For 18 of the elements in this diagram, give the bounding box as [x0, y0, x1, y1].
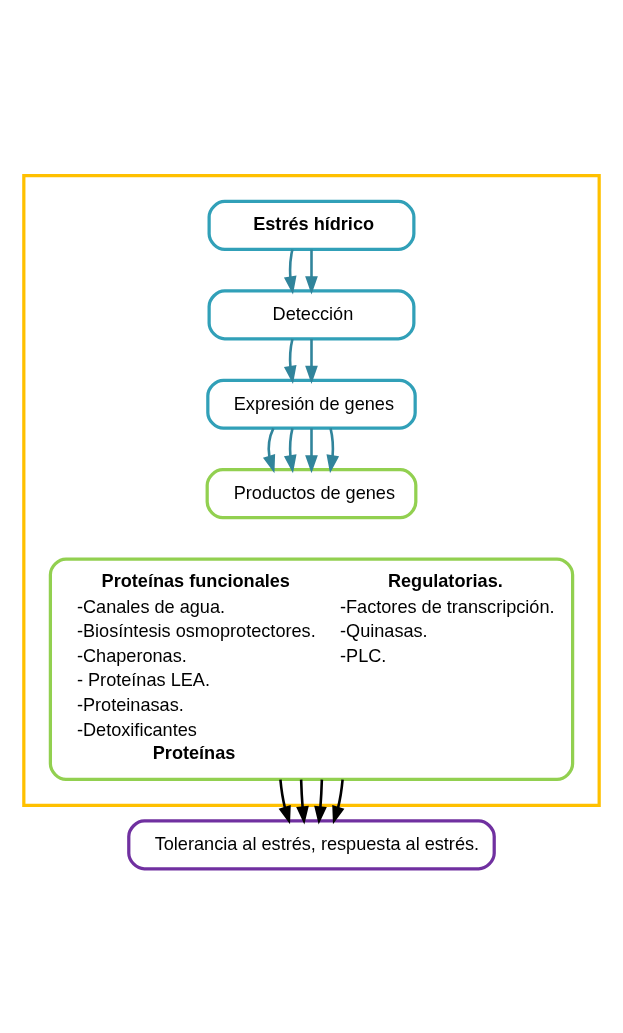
- arrow: [283, 248, 297, 294]
- node-box: Expresión de genes: [206, 378, 417, 430]
- arrow: [326, 427, 340, 473]
- arrow: [305, 427, 318, 473]
- arrow: [296, 779, 309, 824]
- node-box: Tolerancia al estrés, respuesta al estrés.: [127, 818, 496, 870]
- arrow: [305, 249, 318, 294]
- arrow: [283, 427, 297, 473]
- arrow: [314, 779, 327, 824]
- node-box: Estrés hídrico: [207, 199, 416, 251]
- node-box: Proteínas funcionales Regulatorias. -Canales de agua. -Factores de transcripción. -Biosíntesis osmoprotectores. -Quinasas. -Chaperonas. -PLC. - Proteínas LEA. -Proteinasas. -Detoxificantes Proteínas: [48, 557, 575, 781]
- arrow: [305, 338, 318, 384]
- node-box: Detección: [207, 288, 416, 340]
- arrow: [332, 779, 345, 824]
- node-box: Productos de genes: [205, 467, 418, 519]
- arrow: [278, 779, 291, 824]
- arrow: [283, 338, 297, 384]
- arrow: [262, 427, 276, 473]
